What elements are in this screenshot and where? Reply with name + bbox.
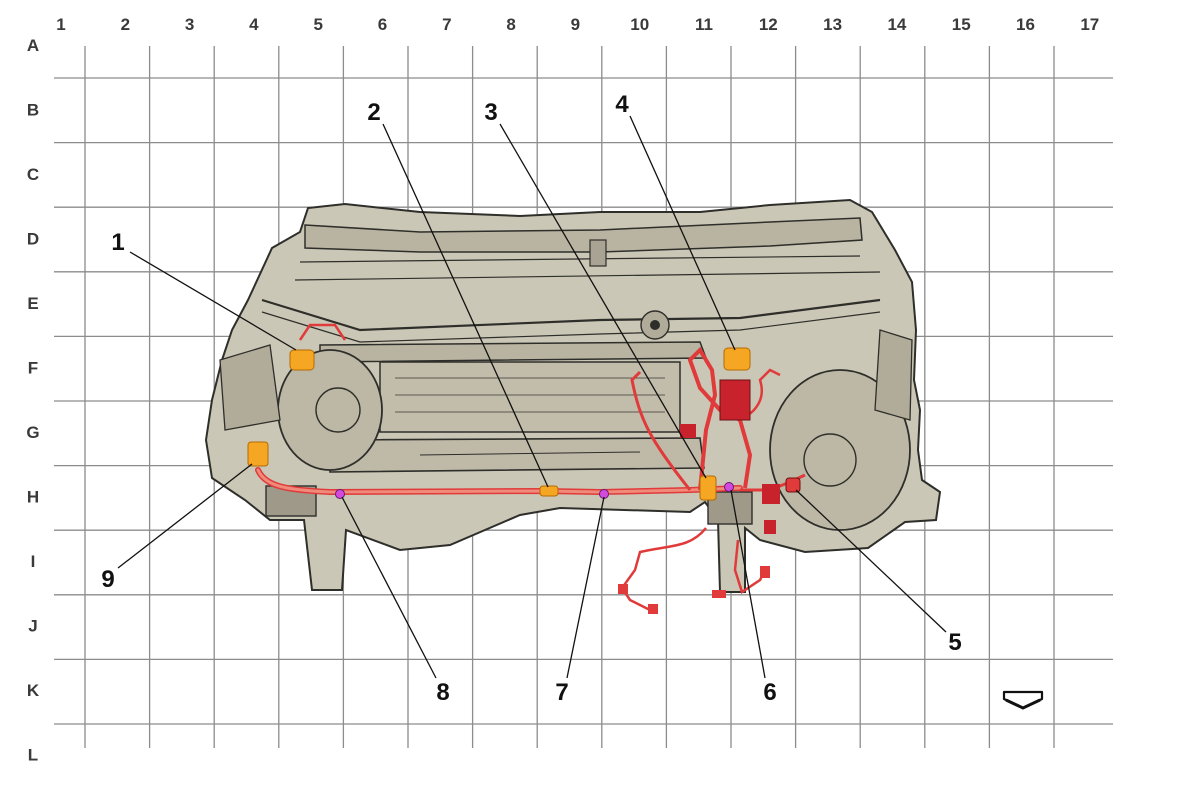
callout-leader-line	[629, 115, 736, 351]
component-markers	[247, 347, 801, 501]
callout-leader-line	[499, 123, 707, 479]
grid-column-label: 12	[759, 15, 778, 34]
grid-row-labels: A B C D E F G H I J K L	[26, 36, 39, 765]
grid-row-label: L	[28, 746, 38, 765]
arrow-down-icon	[1002, 690, 1044, 710]
connector-f5[interactable]	[289, 349, 315, 371]
callout-number: 2	[367, 99, 380, 126]
grid-row-label: B	[27, 101, 39, 120]
grid-column-label: 7	[442, 15, 451, 34]
grid-column-label: 17	[1080, 15, 1099, 34]
callout-leader-line	[795, 489, 947, 633]
radiator-panel	[379, 361, 681, 433]
grid-row-label: H	[27, 488, 39, 507]
grid-column-label: 1	[56, 15, 65, 34]
grid-row-label: I	[31, 552, 36, 571]
callout-number: 1	[111, 229, 124, 256]
callout-leader-line	[730, 489, 766, 679]
upper-harness-branch	[687, 346, 753, 491]
callout-leader-line	[117, 463, 253, 569]
connector-g4[interactable]	[247, 441, 269, 467]
callout-number: 4	[615, 91, 629, 118]
callout-leader-line	[341, 496, 437, 679]
sensor-lead	[620, 527, 707, 612]
grid-column-label: 11	[695, 15, 713, 34]
callout-number: 8	[436, 679, 449, 706]
grid-column-label: 6	[378, 15, 387, 34]
callout-labels: 1 2 3 4 5 6 7 8 9	[101, 91, 961, 706]
callout-number: 5	[948, 629, 961, 656]
connector-h12[interactable]	[785, 477, 801, 493]
connector-h9[interactable]	[539, 485, 559, 497]
grid-row-label: G	[26, 423, 39, 442]
grid-column-label: 16	[1016, 15, 1035, 34]
connector-f12[interactable]	[723, 347, 751, 371]
grid-row-label: J	[28, 617, 37, 636]
grid-row-label: C	[27, 165, 39, 184]
grid-row-label: A	[27, 36, 39, 55]
ground-point-h6[interactable]	[335, 489, 345, 499]
lower-cross-member	[319, 341, 708, 363]
upper-cross-member	[304, 217, 863, 253]
grid-column-label: 5	[313, 15, 322, 34]
grid-column-label: 3	[185, 15, 194, 34]
grid-column-label: 9	[571, 15, 580, 34]
grid-column-label: 2	[121, 15, 130, 34]
callout-leader-line	[129, 251, 297, 351]
callout-number: 3	[484, 99, 497, 126]
grid-column-label: 13	[823, 15, 842, 34]
grid-column-label: 15	[952, 15, 971, 34]
grid-row-label: E	[27, 294, 38, 313]
grid-row-label: F	[28, 359, 38, 378]
vehicle-front-body	[204, 198, 942, 593]
grid-row-label: D	[27, 230, 39, 249]
ground-point-h12[interactable]	[724, 482, 734, 492]
callout-leader-line	[382, 123, 549, 488]
grid-column-label: 14	[887, 15, 906, 34]
grid-column-label: 10	[630, 15, 649, 34]
grid-column-label: 8	[506, 15, 515, 34]
callout-number: 7	[555, 679, 568, 706]
relay-block	[719, 379, 751, 421]
grid-column-label: 4	[249, 15, 259, 34]
callout-number: 9	[101, 566, 114, 593]
grid-row-label: K	[27, 681, 40, 700]
callout-leader-line	[566, 496, 605, 679]
callout-number: 6	[763, 679, 776, 706]
wiring-harness	[255, 323, 806, 614]
connector-h11[interactable]	[699, 475, 717, 501]
bumper-beam	[329, 437, 705, 473]
